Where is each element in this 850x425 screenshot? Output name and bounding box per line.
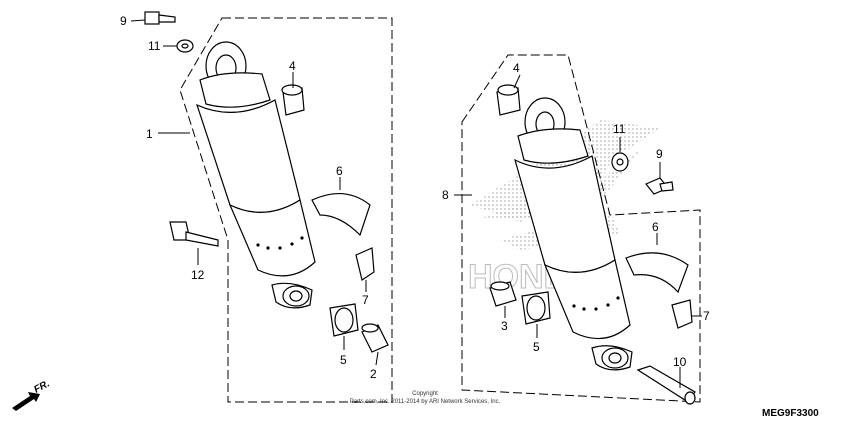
callout-7-left: 7 <box>362 293 369 307</box>
vent-holes <box>256 236 304 250</box>
callout-7-right: 7 <box>703 309 710 323</box>
band-6-right <box>625 252 689 294</box>
callout-5-right: 5 <box>533 340 540 354</box>
left-shock-absorber-assembly: 9 11 4 1 6 7 12 5 2 <box>120 11 393 403</box>
callout-4-left: 4 <box>289 59 296 73</box>
shock-lower-body <box>228 199 316 277</box>
callout-11-right: 11 <box>613 122 626 136</box>
callout-4-right: 4 <box>513 61 520 75</box>
callout-8: 8 <box>442 188 449 202</box>
callout-12: 12 <box>191 268 205 282</box>
shock-top-cap <box>199 72 271 108</box>
bushing-4-left <box>281 84 305 116</box>
callout-2: 2 <box>370 367 377 381</box>
label-7-right <box>671 299 693 329</box>
callout-9-left: 9 <box>120 14 127 28</box>
flange-bolt-9-left <box>144 11 176 25</box>
copyright-line-1: Copyright <box>412 391 438 397</box>
washer-11-left <box>176 39 194 53</box>
lower-mount-eye-right <box>591 345 633 371</box>
flange-bolt-9-right <box>645 177 674 195</box>
callout-5-left: 5 <box>340 353 347 367</box>
callout-6-right: 6 <box>652 220 659 234</box>
bushing-5-left <box>329 303 359 337</box>
bushing-5-right <box>521 291 551 325</box>
band-6-left <box>311 192 371 237</box>
stud-bolt-10 <box>636 365 696 405</box>
callout-11-left: 11 <box>148 39 161 53</box>
collar-3 <box>489 281 517 307</box>
collar-2 <box>361 323 389 353</box>
bushing-4-right <box>496 84 521 116</box>
callout-9-right: 9 <box>656 147 663 161</box>
diagram-code: MEG9F3300 <box>762 408 819 419</box>
assembly-boundary-left <box>179 17 393 403</box>
label-7-left <box>355 247 375 281</box>
lower-mount-eye <box>271 282 313 309</box>
assembly-boundary-right <box>461 54 701 403</box>
vent-holes-right <box>572 296 620 311</box>
callout-3: 3 <box>501 319 508 333</box>
bolt-12 <box>169 221 219 247</box>
direction-label: FR. <box>32 378 51 395</box>
right-shock-absorber-assembly: 4 11 9 8 6 7 3 5 10 <box>442 54 710 405</box>
callout-10: 10 <box>673 355 687 369</box>
copyright-line-2: Parts.com, Inc. 2011-2014 by ARI Network… <box>350 399 501 405</box>
callout-1: 1 <box>146 127 153 141</box>
shock-top-cap-right <box>517 128 589 164</box>
front-direction-arrow-icon: FR. <box>12 378 52 411</box>
shock-body <box>196 99 301 214</box>
washer-11-right <box>611 152 629 172</box>
shock-lower-body-right <box>543 259 631 340</box>
callout-6-left: 6 <box>336 164 343 178</box>
